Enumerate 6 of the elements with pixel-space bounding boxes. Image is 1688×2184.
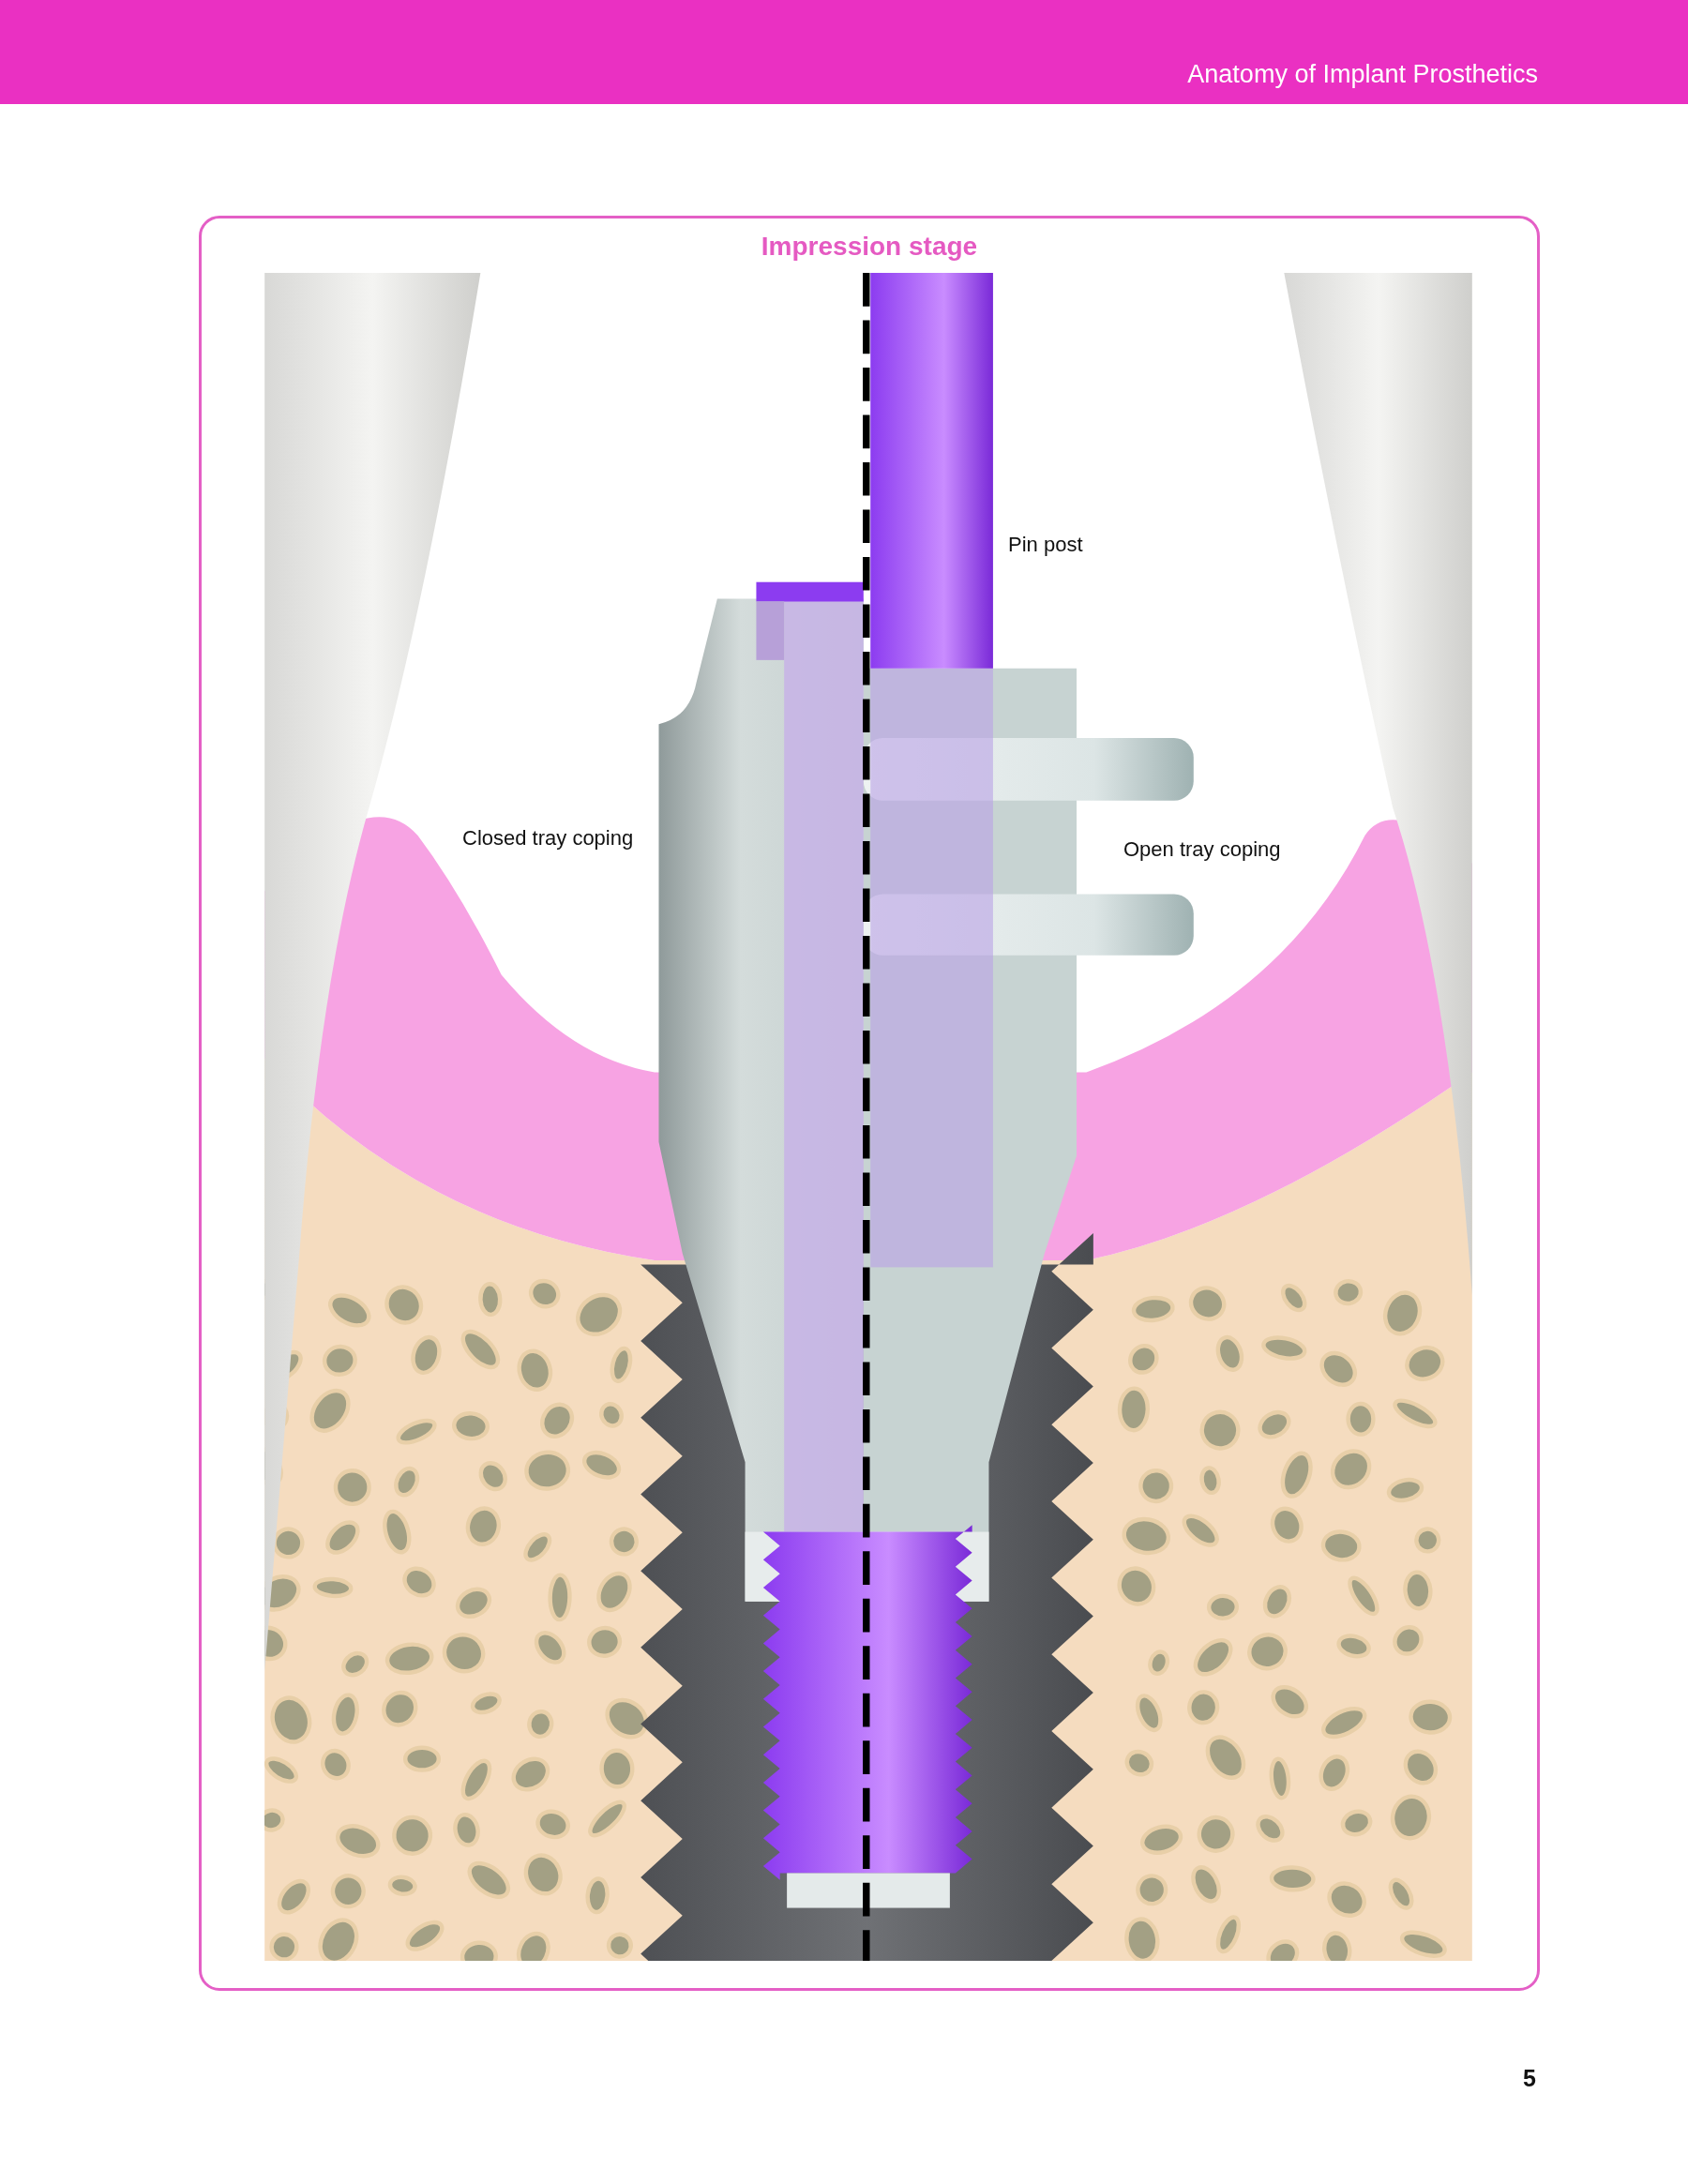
part-label: Pin post — [1008, 533, 1083, 557]
part-label: Closed tray coping — [462, 826, 634, 851]
part-label: Open tray coping — [1123, 837, 1281, 862]
running-header: Anatomy of Implant Prosthetics — [1187, 60, 1538, 89]
page-number: 5 — [1523, 2065, 1536, 2092]
figure-title: Impression stage — [760, 232, 979, 262]
